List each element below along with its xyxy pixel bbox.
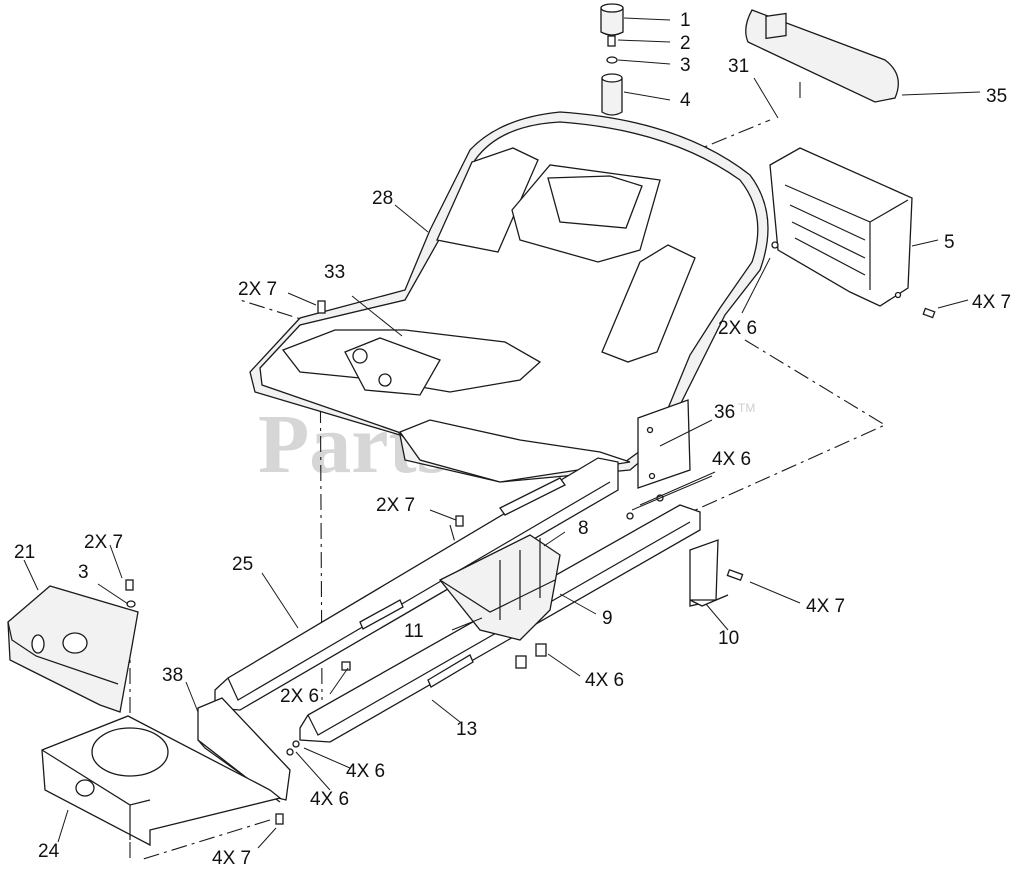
part-1-knob <box>600 3 624 36</box>
callout-21: 21 <box>14 542 35 563</box>
callout-13: 13 <box>456 719 477 740</box>
callout-1: 1 <box>680 10 691 31</box>
part-2-bolt <box>607 35 616 47</box>
callout-2x6-right: 2X 6 <box>718 318 757 339</box>
callout-38: 38 <box>162 665 183 686</box>
callout-2x7-mid: 2X 7 <box>376 495 415 516</box>
leader-lines <box>23 17 981 849</box>
part-3-washer <box>606 56 618 64</box>
callout-4x6-low: 4X 6 <box>585 670 624 691</box>
part-24-base <box>41 715 282 847</box>
part-5-rear-shroud <box>769 147 913 307</box>
callout-4: 4 <box>680 90 691 111</box>
part-4-spacer <box>601 73 623 116</box>
part-8-bolts <box>499 538 547 669</box>
callout-2x6-mid: 2X 6 <box>280 686 319 707</box>
callout-36: 36 <box>714 402 735 423</box>
watermark-trademark: TM <box>738 401 755 415</box>
part-4x7-bolt-right <box>922 307 936 319</box>
callout-4x7-right: 4X 7 <box>972 292 1011 313</box>
part-10-bracket <box>689 539 744 607</box>
callout-5: 5 <box>944 232 955 253</box>
callout-2: 2 <box>680 33 691 54</box>
callout-10: 10 <box>718 628 739 649</box>
callout-labels: 1 2 3 4 31 35 28 5 4X 7 2X 7 33 2X 6 36 … <box>14 10 1011 869</box>
callout-11: 11 <box>404 621 424 642</box>
callout-25: 25 <box>232 554 253 575</box>
callout-33: 33 <box>324 262 345 283</box>
part-31-decal <box>765 12 787 40</box>
callout-3-left: 3 <box>78 562 89 583</box>
part-28-fender <box>249 111 769 483</box>
callout-4x6-a: 4X 6 <box>346 761 385 782</box>
part-2x7-mid-bolt <box>455 515 464 527</box>
callout-4x7-bottom: 4X 7 <box>212 848 251 869</box>
part-4x7-bottom-bolt <box>275 813 284 825</box>
callout-9: 9 <box>602 608 613 629</box>
part-21-bracket <box>7 585 139 713</box>
callout-8: 8 <box>578 518 589 539</box>
callout-3: 3 <box>680 55 691 76</box>
callout-2x7-seat: 2X 7 <box>238 279 277 300</box>
callout-4x6-top: 4X 6 <box>712 449 751 470</box>
callout-4x7-mid: 4X 7 <box>806 596 845 617</box>
part-2x7-bolt-left <box>125 579 134 591</box>
callout-31: 31 <box>728 56 749 77</box>
callout-4x6-b: 4X 6 <box>310 789 349 810</box>
part-2x6-fastener-mid <box>341 661 351 671</box>
callout-28: 28 <box>372 188 393 209</box>
part-2x7-seat-bolt <box>317 300 326 314</box>
callout-24: 24 <box>38 841 60 862</box>
callout-35: 35 <box>986 86 1007 107</box>
callout-2x7-left: 2X 7 <box>84 532 123 553</box>
part-3-washer-left <box>126 600 136 608</box>
